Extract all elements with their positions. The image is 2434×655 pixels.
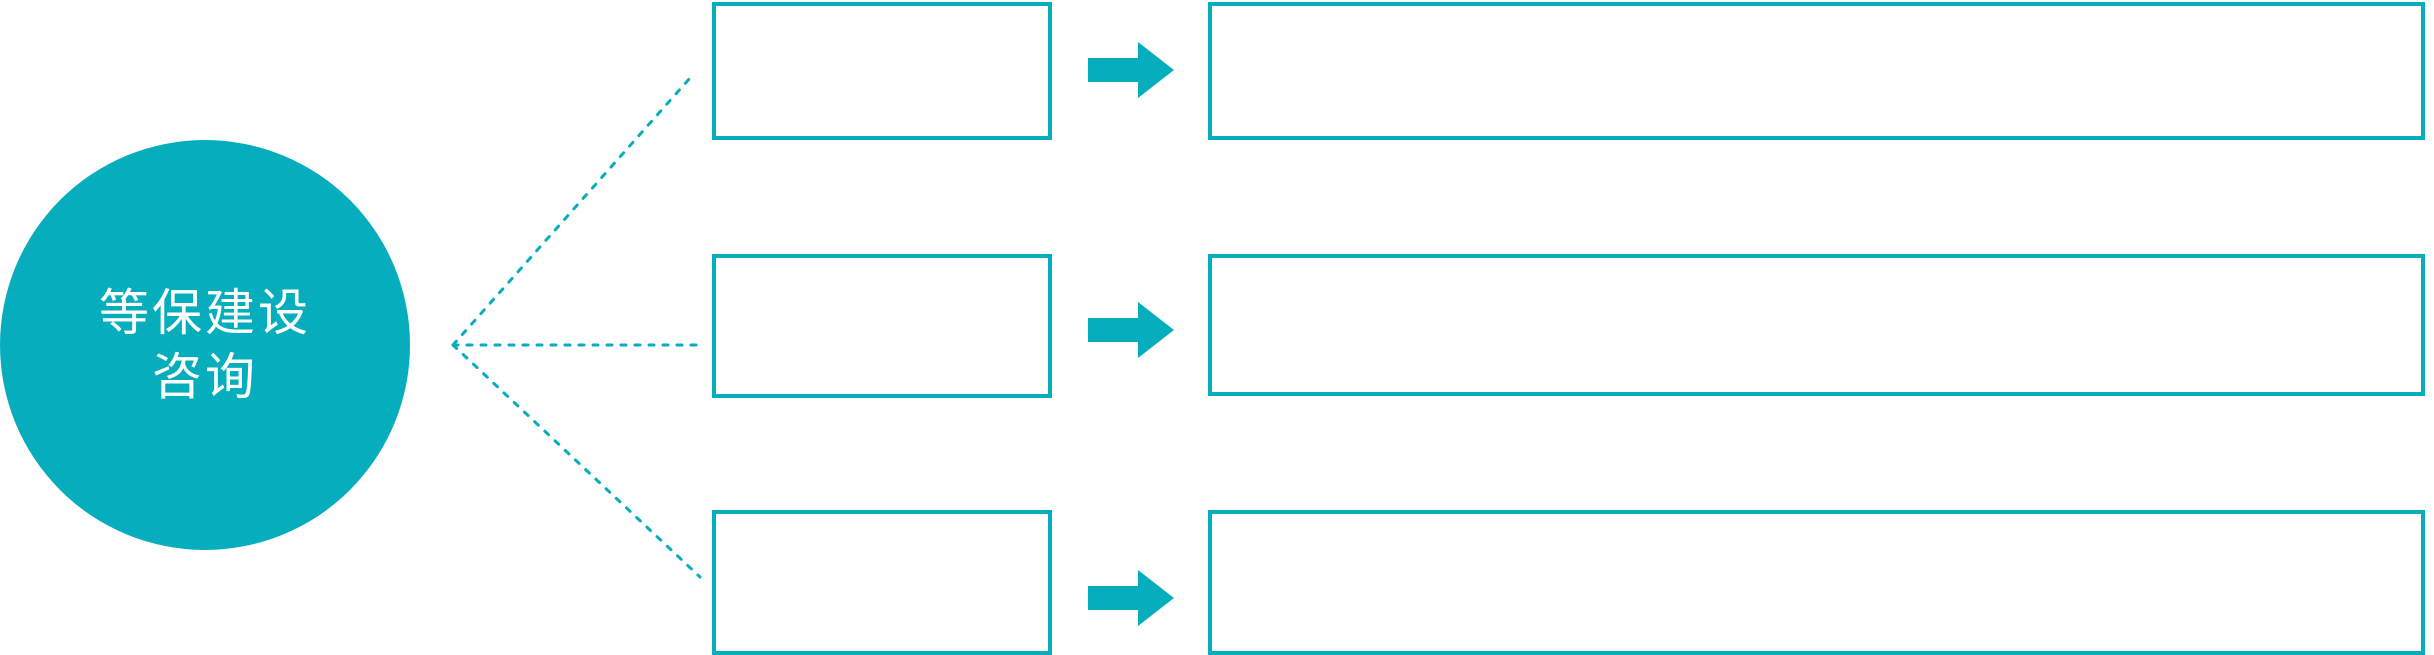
arrow-right-icon-3: [1088, 570, 1174, 626]
hub-label-line-2: 咨询: [152, 348, 258, 406]
hub-label-line-1: 等保建设: [99, 284, 311, 342]
connector-line-to-row-3: [451, 343, 702, 579]
arrow-right-icon-2: [1088, 302, 1174, 358]
arrow-head: [1138, 570, 1174, 626]
arrow-head: [1138, 302, 1174, 358]
stage-box-1[interactable]: [712, 2, 1052, 140]
arrow-head: [1138, 42, 1174, 98]
arrow-shaft: [1088, 58, 1140, 82]
detail-box-1[interactable]: [1208, 2, 2425, 140]
connector-line-to-row-1: [451, 76, 692, 347]
stage-box-2[interactable]: [712, 254, 1052, 398]
arrow-right-icon-1: [1088, 42, 1174, 98]
detail-box-2[interactable]: [1208, 254, 2425, 396]
detail-box-3[interactable]: [1208, 510, 2425, 655]
hub-circle-node[interactable]: 等保建设 咨询: [0, 140, 410, 550]
arrow-shaft: [1088, 586, 1140, 610]
stage-box-3[interactable]: [712, 510, 1052, 655]
arrow-shaft: [1088, 318, 1140, 342]
